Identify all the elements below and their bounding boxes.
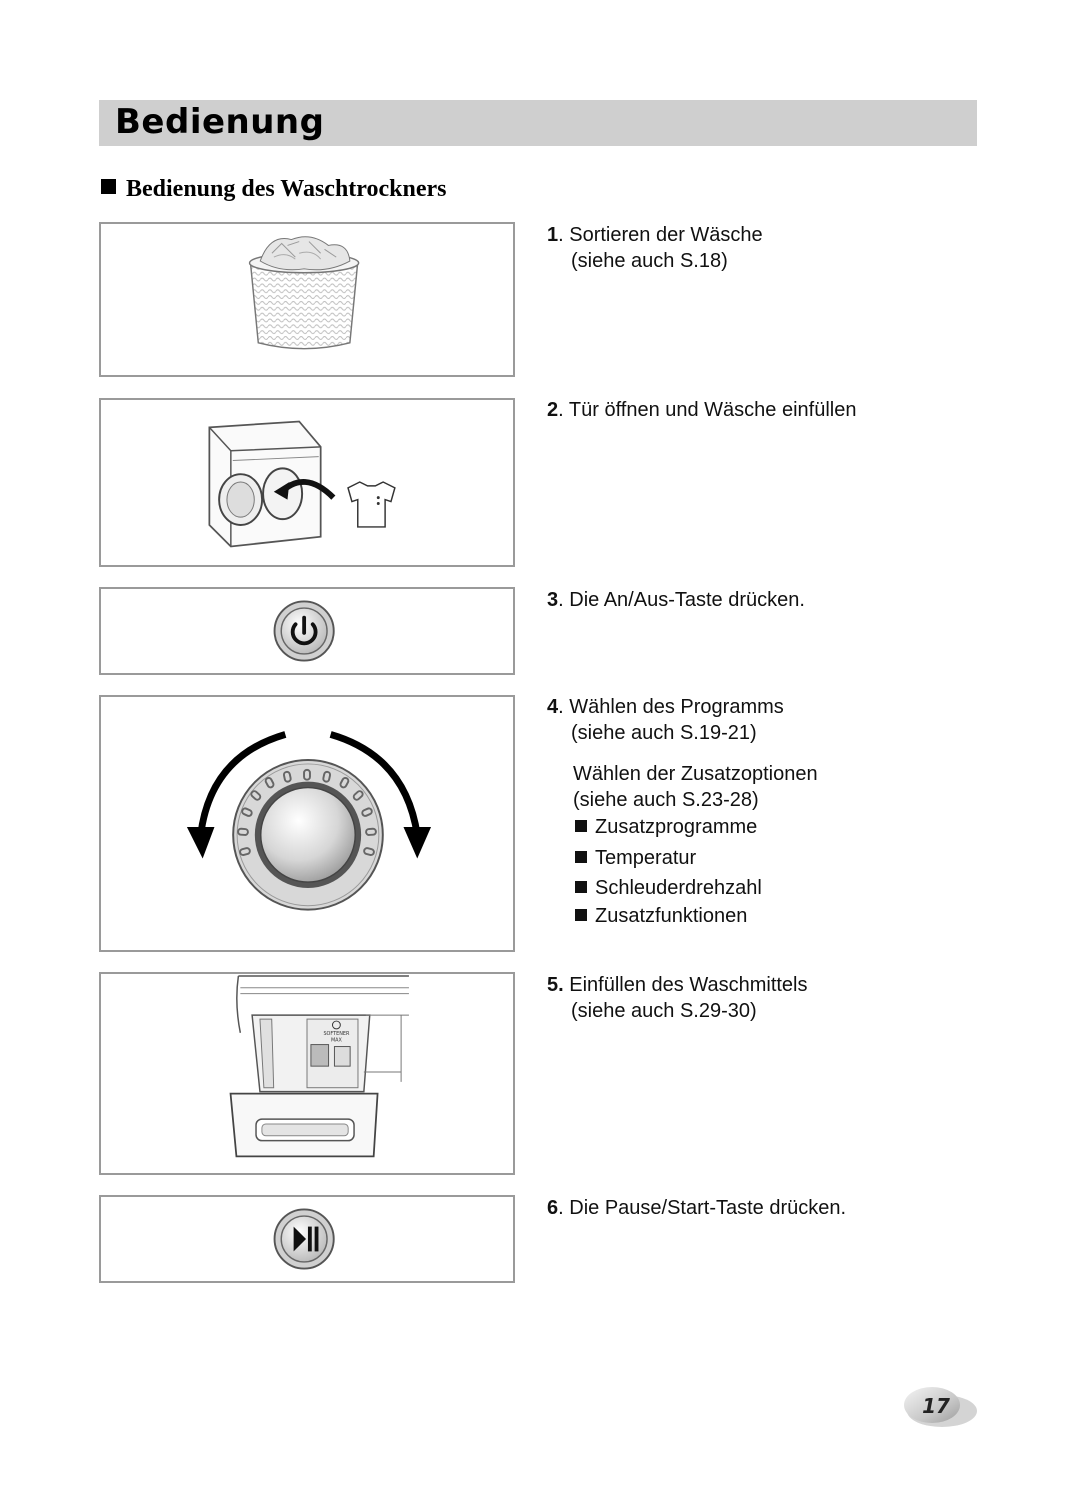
- step-6: 6. Die Pause/Start-Taste drücken.: [547, 1195, 846, 1221]
- step-4: 4. Wählen des Programms (siehe auch S.19…: [547, 694, 784, 746]
- step-separator: .: [558, 696, 570, 718]
- washer-door-icon: [208, 420, 396, 548]
- step-4-options-heading: Wählen der Zusatzoptionen (siehe auch S.…: [573, 761, 818, 813]
- illustration-box-6: [99, 1195, 515, 1283]
- option-label: Zusatzfunktionen: [595, 905, 748, 927]
- section-square-bullet: [101, 179, 116, 194]
- list-item: Temperatur: [575, 845, 696, 871]
- program-dial-icon: [186, 731, 432, 911]
- header-bar: [99, 100, 977, 146]
- step-text: Tür öffnen und Wäsche einfüllen: [568, 399, 857, 421]
- step-reference: (siehe auch S.18): [571, 250, 728, 272]
- square-bullet: [575, 881, 587, 893]
- page-number: 17: [922, 1394, 950, 1418]
- list-item: Zusatzfunktionen: [575, 903, 747, 929]
- option-label: Zusatzprogramme: [595, 816, 758, 838]
- step-3: 3. Die An/Aus-Taste drücken.: [547, 587, 805, 613]
- option-label: Temperatur: [595, 847, 697, 869]
- step-number: 6: [547, 1197, 559, 1219]
- illustration-box-3: [99, 587, 515, 675]
- list-item: Schleuderdrehzahl: [575, 875, 762, 901]
- step-text: Wählen des Programms: [569, 696, 784, 718]
- illustration-box-5: SOFTENER MAX: [99, 972, 515, 1175]
- option-label: Schleuderdrehzahl: [595, 877, 762, 899]
- section-title-text: Bedienung des Waschtrockners: [126, 176, 447, 202]
- step-reference: (siehe auch S.29-30): [571, 1000, 757, 1022]
- step-number: 1: [547, 224, 559, 246]
- detergent-drawer-icon: SOFTENER MAX: [229, 975, 409, 1158]
- step-1: 1. Sortieren der Wäsche (siehe auch S.18…: [547, 222, 763, 274]
- dispenser-max-label: MAX: [331, 1038, 343, 1044]
- step-number: 4: [547, 696, 559, 718]
- square-bullet: [575, 909, 587, 921]
- step-text: Die An/Aus-Taste drücken.: [569, 589, 805, 611]
- options-reference: (siehe auch S.23-28): [573, 789, 759, 811]
- section-title: Bedienung des Waschtrockners: [101, 173, 447, 205]
- step-text: Sortieren der Wäsche: [569, 224, 763, 246]
- step-5: 5. Einfüllen des Waschmittels (siehe auc…: [547, 972, 808, 1024]
- step-separator: .: [558, 589, 570, 611]
- step-number: 2: [547, 399, 559, 421]
- step-text: Einfüllen des Waschmittels: [569, 974, 808, 996]
- step-separator: .: [558, 224, 570, 246]
- step-number: 5.: [547, 974, 564, 996]
- illustration-box-2: [99, 398, 515, 567]
- illustration-box-1: [99, 222, 515, 377]
- dispenser-label: SOFTENER: [323, 1031, 350, 1037]
- step-2: 2. Tür öffnen und Wäsche einfüllen: [547, 397, 856, 423]
- step-separator: .: [558, 399, 569, 421]
- list-item: Zusatzprogramme: [575, 814, 757, 840]
- laundry-basket-icon: [248, 236, 360, 350]
- step-reference: (siehe auch S.19-21): [571, 722, 757, 744]
- pause-start-button-icon: [273, 1208, 335, 1270]
- square-bullet: [575, 851, 587, 863]
- power-button-icon: [273, 600, 335, 662]
- page-number-badge: [904, 1387, 977, 1427]
- step-number: 3: [547, 589, 559, 611]
- page-title: Bedienung: [115, 102, 325, 142]
- step-separator: .: [558, 1197, 570, 1219]
- illustration-box-4: [99, 695, 515, 952]
- options-title: Wählen der Zusatzoptionen: [573, 763, 818, 785]
- square-bullet: [575, 820, 587, 832]
- step-text: Die Pause/Start-Taste drücken.: [569, 1197, 847, 1219]
